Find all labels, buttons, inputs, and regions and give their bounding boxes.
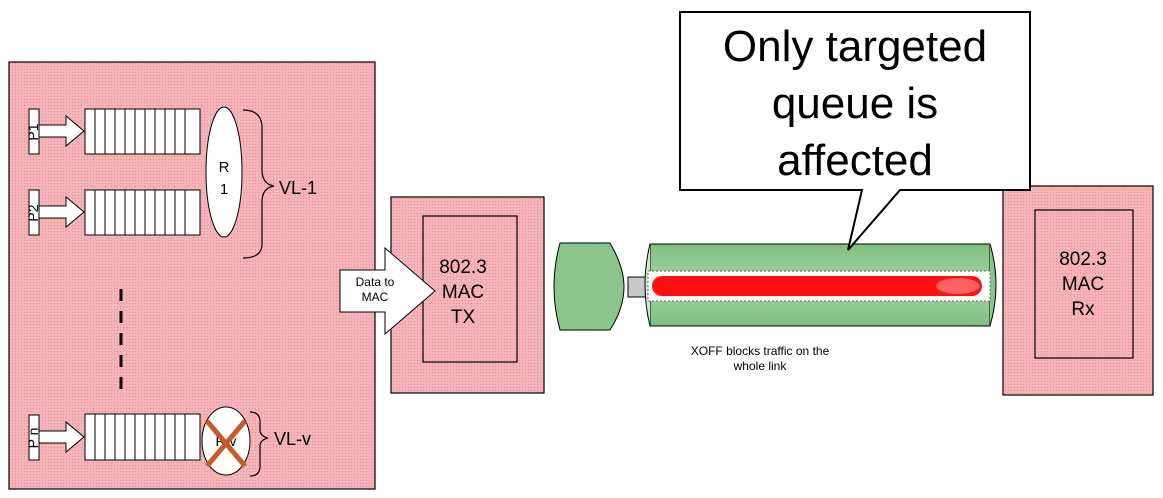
mac-rx-block: 802.3 MAC Rx [1003, 186, 1153, 395]
link-note-line1: XOFF blocks traffic on the [691, 344, 830, 358]
svg-text:MAC: MAC [362, 290, 389, 304]
queue-buffer [85, 414, 200, 460]
svg-text:Rx: Rx [1071, 299, 1095, 320]
source-block: P1 P2 R 1 VL-1 [9, 62, 375, 489]
link-connector [554, 243, 648, 330]
svg-text:MAC: MAC [442, 282, 484, 303]
callout-line3: affected [777, 136, 933, 185]
svg-text:802.3: 802.3 [439, 257, 487, 278]
svg-text:R: R [219, 159, 230, 176]
link-note-line2: whole link [733, 359, 788, 373]
input-label-pn: P n [25, 428, 41, 449]
svg-text:1: 1 [220, 181, 228, 198]
queue-buffer [85, 109, 200, 154]
callout-line1: Only targeted [723, 22, 987, 71]
callout: Only targeted queue is affected [680, 12, 1030, 250]
callout-line2: queue is [772, 79, 938, 128]
input-label-p2: P2 [25, 204, 41, 221]
link-pipe [645, 244, 996, 326]
scheduler-r1: R 1 [206, 107, 242, 237]
group-label-vl-1: VL-1 [279, 178, 317, 198]
svg-text:MAC: MAC [1062, 274, 1104, 295]
queue-buffer [85, 190, 200, 235]
input-label-p1: P1 [25, 123, 41, 140]
svg-text:TX: TX [451, 307, 476, 328]
svg-text:802.3: 802.3 [1059, 249, 1107, 270]
traffic-flow [652, 276, 982, 296]
svg-text:Data to: Data to [356, 275, 395, 289]
scheduler-rv: R v [202, 407, 250, 475]
group-label-vl-v: VL-v [274, 429, 311, 449]
